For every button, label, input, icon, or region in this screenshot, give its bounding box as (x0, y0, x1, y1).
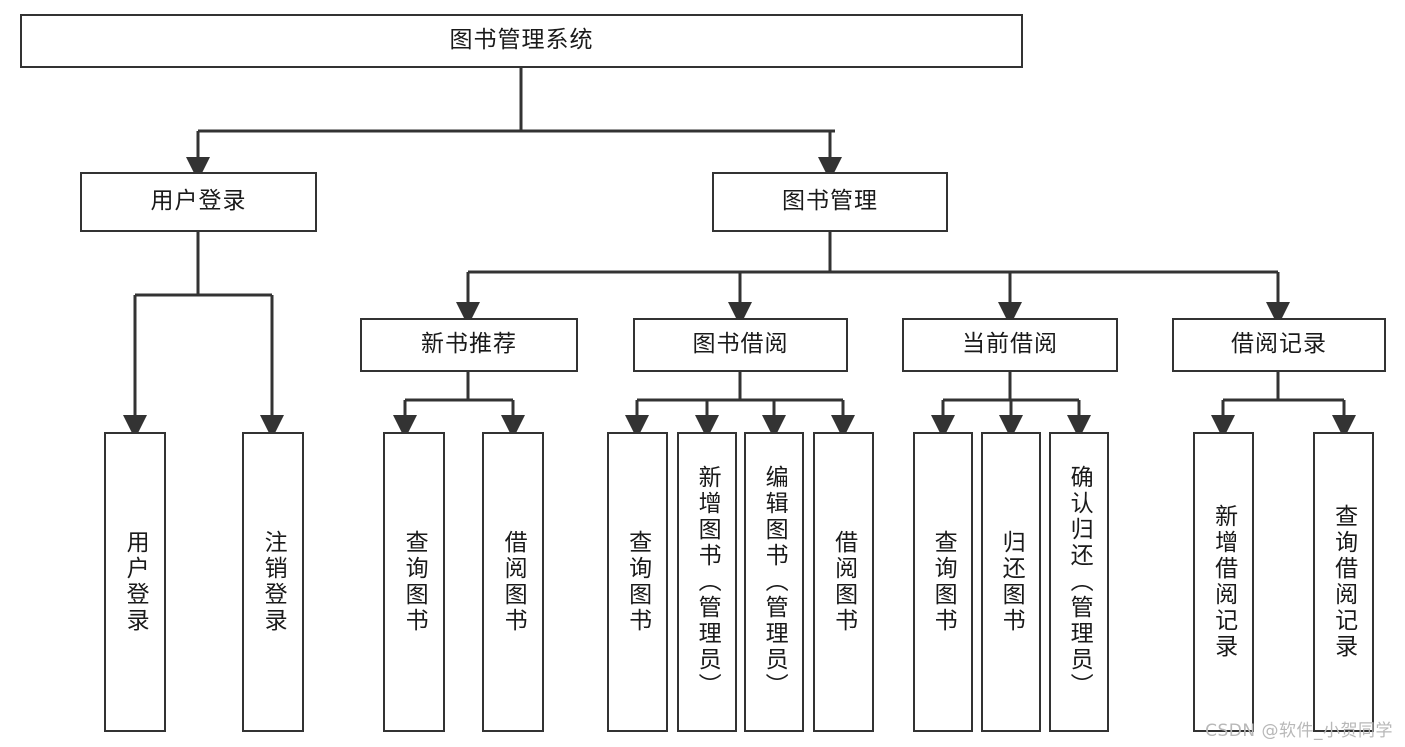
leaf-query-borrow-record[interactable]: 查询借阅记录 (1313, 432, 1374, 732)
leaf-query-book-current[interactable]: 查询图书 (913, 432, 973, 732)
leaf-borrow-book[interactable]: 借阅图书 (813, 432, 874, 732)
leaf-query-book-borrow[interactable]: 查询图书 (607, 432, 668, 732)
csdn-watermark: CSDN @软件_小贺同学 (1205, 721, 1393, 741)
node-label: 新增借阅记录 (1210, 504, 1237, 660)
leaf-logout[interactable]: 注销登录 (242, 432, 304, 732)
node-borrow-record[interactable]: 借阅记录 (1172, 318, 1386, 372)
leaf-user-login[interactable]: 用户登录 (104, 432, 166, 732)
node-label: 编辑图书（管理员） (761, 465, 788, 699)
leaf-query-book-recommend[interactable]: 查询图书 (383, 432, 445, 732)
node-root-book-management-system[interactable]: 图书管理系统 (20, 14, 1023, 68)
node-label: 用户登录 (150, 188, 247, 215)
node-label: 图书借阅 (692, 331, 789, 358)
node-label: 查询图书 (624, 530, 651, 634)
node-label: 借阅记录 (1231, 331, 1327, 358)
node-label: 查询图书 (401, 530, 428, 634)
node-label: 确认归还（管理员） (1066, 465, 1093, 699)
node-current-borrow[interactable]: 当前借阅 (902, 318, 1118, 372)
node-label: 查询借阅记录 (1330, 504, 1357, 660)
node-user-login[interactable]: 用户登录 (80, 172, 317, 232)
leaf-borrow-book-recommend[interactable]: 借阅图书 (482, 432, 544, 732)
node-label: 归还图书 (998, 530, 1025, 634)
leaf-confirm-return-admin[interactable]: 确认归还（管理员） (1049, 432, 1109, 732)
node-new-book-recommend[interactable]: 新书推荐 (360, 318, 578, 372)
node-book-borrow[interactable]: 图书借阅 (633, 318, 848, 372)
node-label: 借阅图书 (500, 530, 527, 634)
node-label: 新书推荐 (421, 331, 517, 358)
leaf-return-book[interactable]: 归还图书 (981, 432, 1041, 732)
node-label: 用户登录 (122, 530, 149, 634)
node-label: 注销登录 (260, 530, 287, 634)
node-book-management[interactable]: 图书管理 (712, 172, 948, 232)
leaf-edit-book-admin[interactable]: 编辑图书（管理员） (744, 432, 804, 732)
node-label: 借阅图书 (830, 530, 857, 634)
leaf-add-book-admin[interactable]: 新增图书（管理员） (677, 432, 737, 732)
node-label: 图书管理系统 (449, 27, 594, 54)
node-label: 查询图书 (930, 530, 957, 634)
node-label: 新增图书（管理员） (694, 465, 721, 699)
node-label: 图书管理 (782, 188, 878, 215)
leaf-add-borrow-record[interactable]: 新增借阅记录 (1193, 432, 1254, 732)
node-label: 当前借阅 (962, 331, 1058, 358)
